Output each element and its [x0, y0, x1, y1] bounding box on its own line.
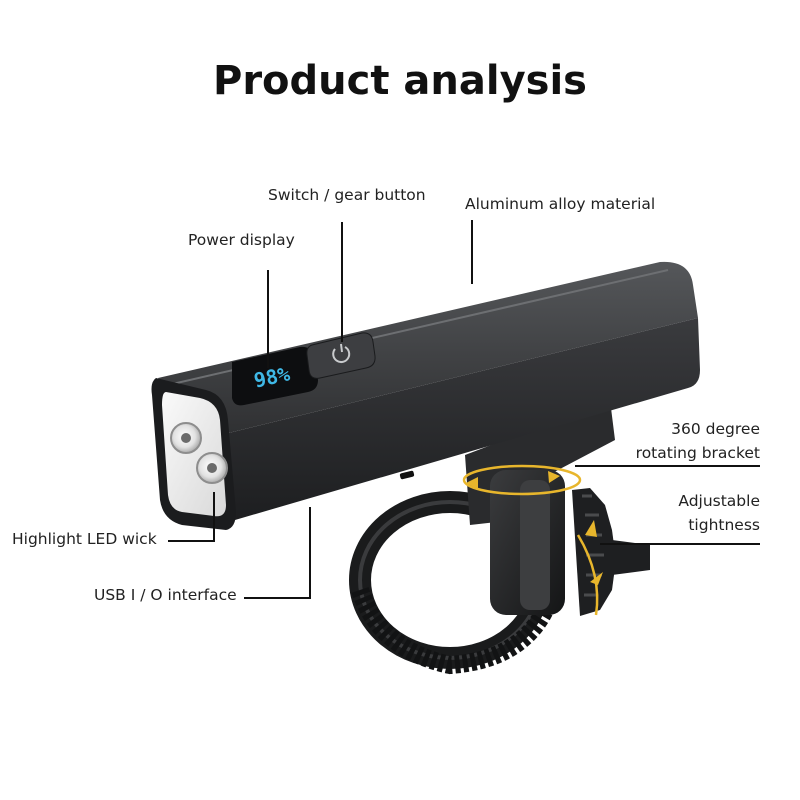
callout-led-wick: Highlight LED wick — [12, 530, 157, 548]
callout-bracket-line2: rotating bracket — [635, 444, 760, 462]
handlebar-strap — [349, 491, 554, 675]
light-body-top — [158, 261, 698, 440]
rotation-arrows — [462, 464, 599, 616]
callout-aluminum: Aluminum alloy material — [465, 195, 656, 213]
callout-usb-interface: USB I / O interface — [94, 586, 237, 604]
power-display: 98% — [232, 346, 318, 406]
rotation-arrowheads — [466, 471, 603, 585]
led-front-face — [151, 378, 236, 530]
callout-bracket-line1: 360 degree — [671, 420, 760, 438]
page-title: Product analysis — [213, 58, 587, 104]
power-icon — [332, 343, 351, 364]
leader-lines — [168, 220, 760, 599]
usb-port — [399, 470, 415, 480]
callout-tightness-line2: tightness — [688, 516, 760, 534]
switch-button-graphic — [306, 332, 376, 379]
callout-switch-button: Switch / gear button — [268, 186, 426, 204]
light-body-side — [200, 318, 700, 521]
callout-tightness-line1: Adjustable — [678, 492, 760, 510]
callout-power-display: Power display — [188, 231, 295, 249]
